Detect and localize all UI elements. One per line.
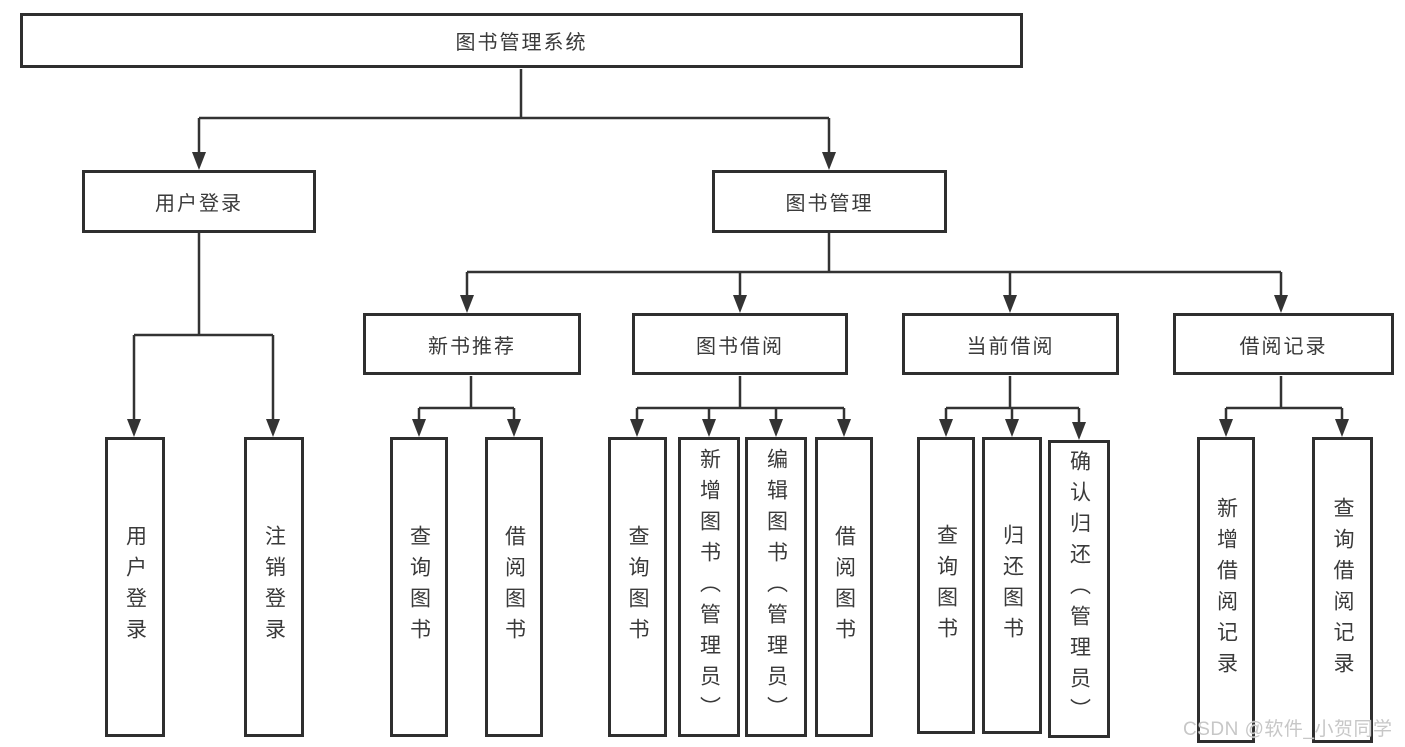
node-label: 用户登录: [123, 525, 147, 649]
node-current-borrowing: 当前借阅: [902, 313, 1119, 375]
node-add-borrow-record: 新增借阅记录: [1197, 437, 1255, 743]
node-borrow-books-leaf: 借阅图书: [815, 437, 873, 737]
arrowheads-new-book-children: [412, 419, 521, 437]
node-label: 查询图书: [407, 525, 431, 649]
node-edit-book-admin: 编辑图书（管理员）: [745, 437, 807, 737]
arrowheads-level2: [192, 152, 836, 170]
node-book-management: 图书管理: [712, 170, 947, 233]
node-label: 编辑图书（管理员）: [764, 447, 788, 727]
connector-root-to-level2: [197, 69, 831, 155]
node-label: 新书推荐: [428, 335, 516, 358]
node-return-book: 归还图书: [982, 437, 1042, 734]
node-label: 新增图书（管理员）: [697, 447, 721, 727]
node-query-books-current: 查询图书: [917, 437, 975, 734]
node-user-login: 用户登录: [82, 170, 316, 233]
node-label: 用户登录: [155, 193, 243, 215]
node-label: 查询图书: [934, 523, 958, 648]
connector-new-book-children: [417, 376, 516, 421]
node-new-book-recommendation: 新书推荐: [363, 313, 581, 375]
arrowheads-user-login-children: [127, 419, 280, 437]
node-label: 归还图书: [1000, 523, 1024, 648]
connector-book-management-children: [465, 233, 1283, 297]
node-label: 借阅图书: [502, 525, 526, 649]
node-label: 注销登录: [262, 525, 286, 649]
arrowheads-borrow-records-children: [1219, 419, 1349, 437]
node-label: 查询图书: [626, 525, 649, 649]
node-borrow-books-recommend: 借阅图书: [485, 437, 543, 737]
node-label: 图书借阅: [696, 335, 784, 358]
arrowheads-current-borrow-children: [939, 419, 1086, 440]
node-label: 新增借阅记录: [1214, 497, 1238, 683]
node-label: 查询借阅记录: [1331, 497, 1354, 683]
node-label: 借阅记录: [1239, 335, 1328, 358]
connector-user-login-children: [132, 233, 275, 421]
node-label: 当前借阅: [966, 335, 1055, 358]
node-confirm-return-admin: 确认归还（管理员）: [1048, 440, 1110, 738]
node-book-borrowing: 图书借阅: [632, 313, 848, 375]
node-borrowing-records: 借阅记录: [1173, 313, 1394, 375]
node-add-book-admin: 新增图书（管理员）: [678, 437, 740, 737]
node-query-books-recommend: 查询图书: [390, 437, 448, 737]
csdn-watermark: CSDN @软件_小贺同学: [1183, 719, 1393, 740]
node-query-books-borrow: 查询图书: [608, 437, 667, 737]
connector-book-borrow-children: [635, 376, 846, 421]
connector-current-borrow-children: [944, 376, 1081, 424]
node-label: 借阅图书: [832, 525, 856, 649]
node-library-management-system: 图书管理系统: [20, 13, 1023, 68]
node-label: 图书管理系统: [455, 32, 588, 54]
arrowheads-level3: [460, 295, 1288, 313]
node-label: 图书管理: [785, 193, 874, 215]
arrowheads-book-borrow-children: [630, 419, 851, 437]
node-query-borrow-record: 查询借阅记录: [1312, 437, 1373, 743]
connector-borrow-records-children: [1224, 376, 1344, 421]
node-logout: 注销登录: [244, 437, 304, 737]
node-user-login-leaf: 用户登录: [105, 437, 165, 737]
node-label: 确认归还（管理员）: [1067, 449, 1091, 729]
